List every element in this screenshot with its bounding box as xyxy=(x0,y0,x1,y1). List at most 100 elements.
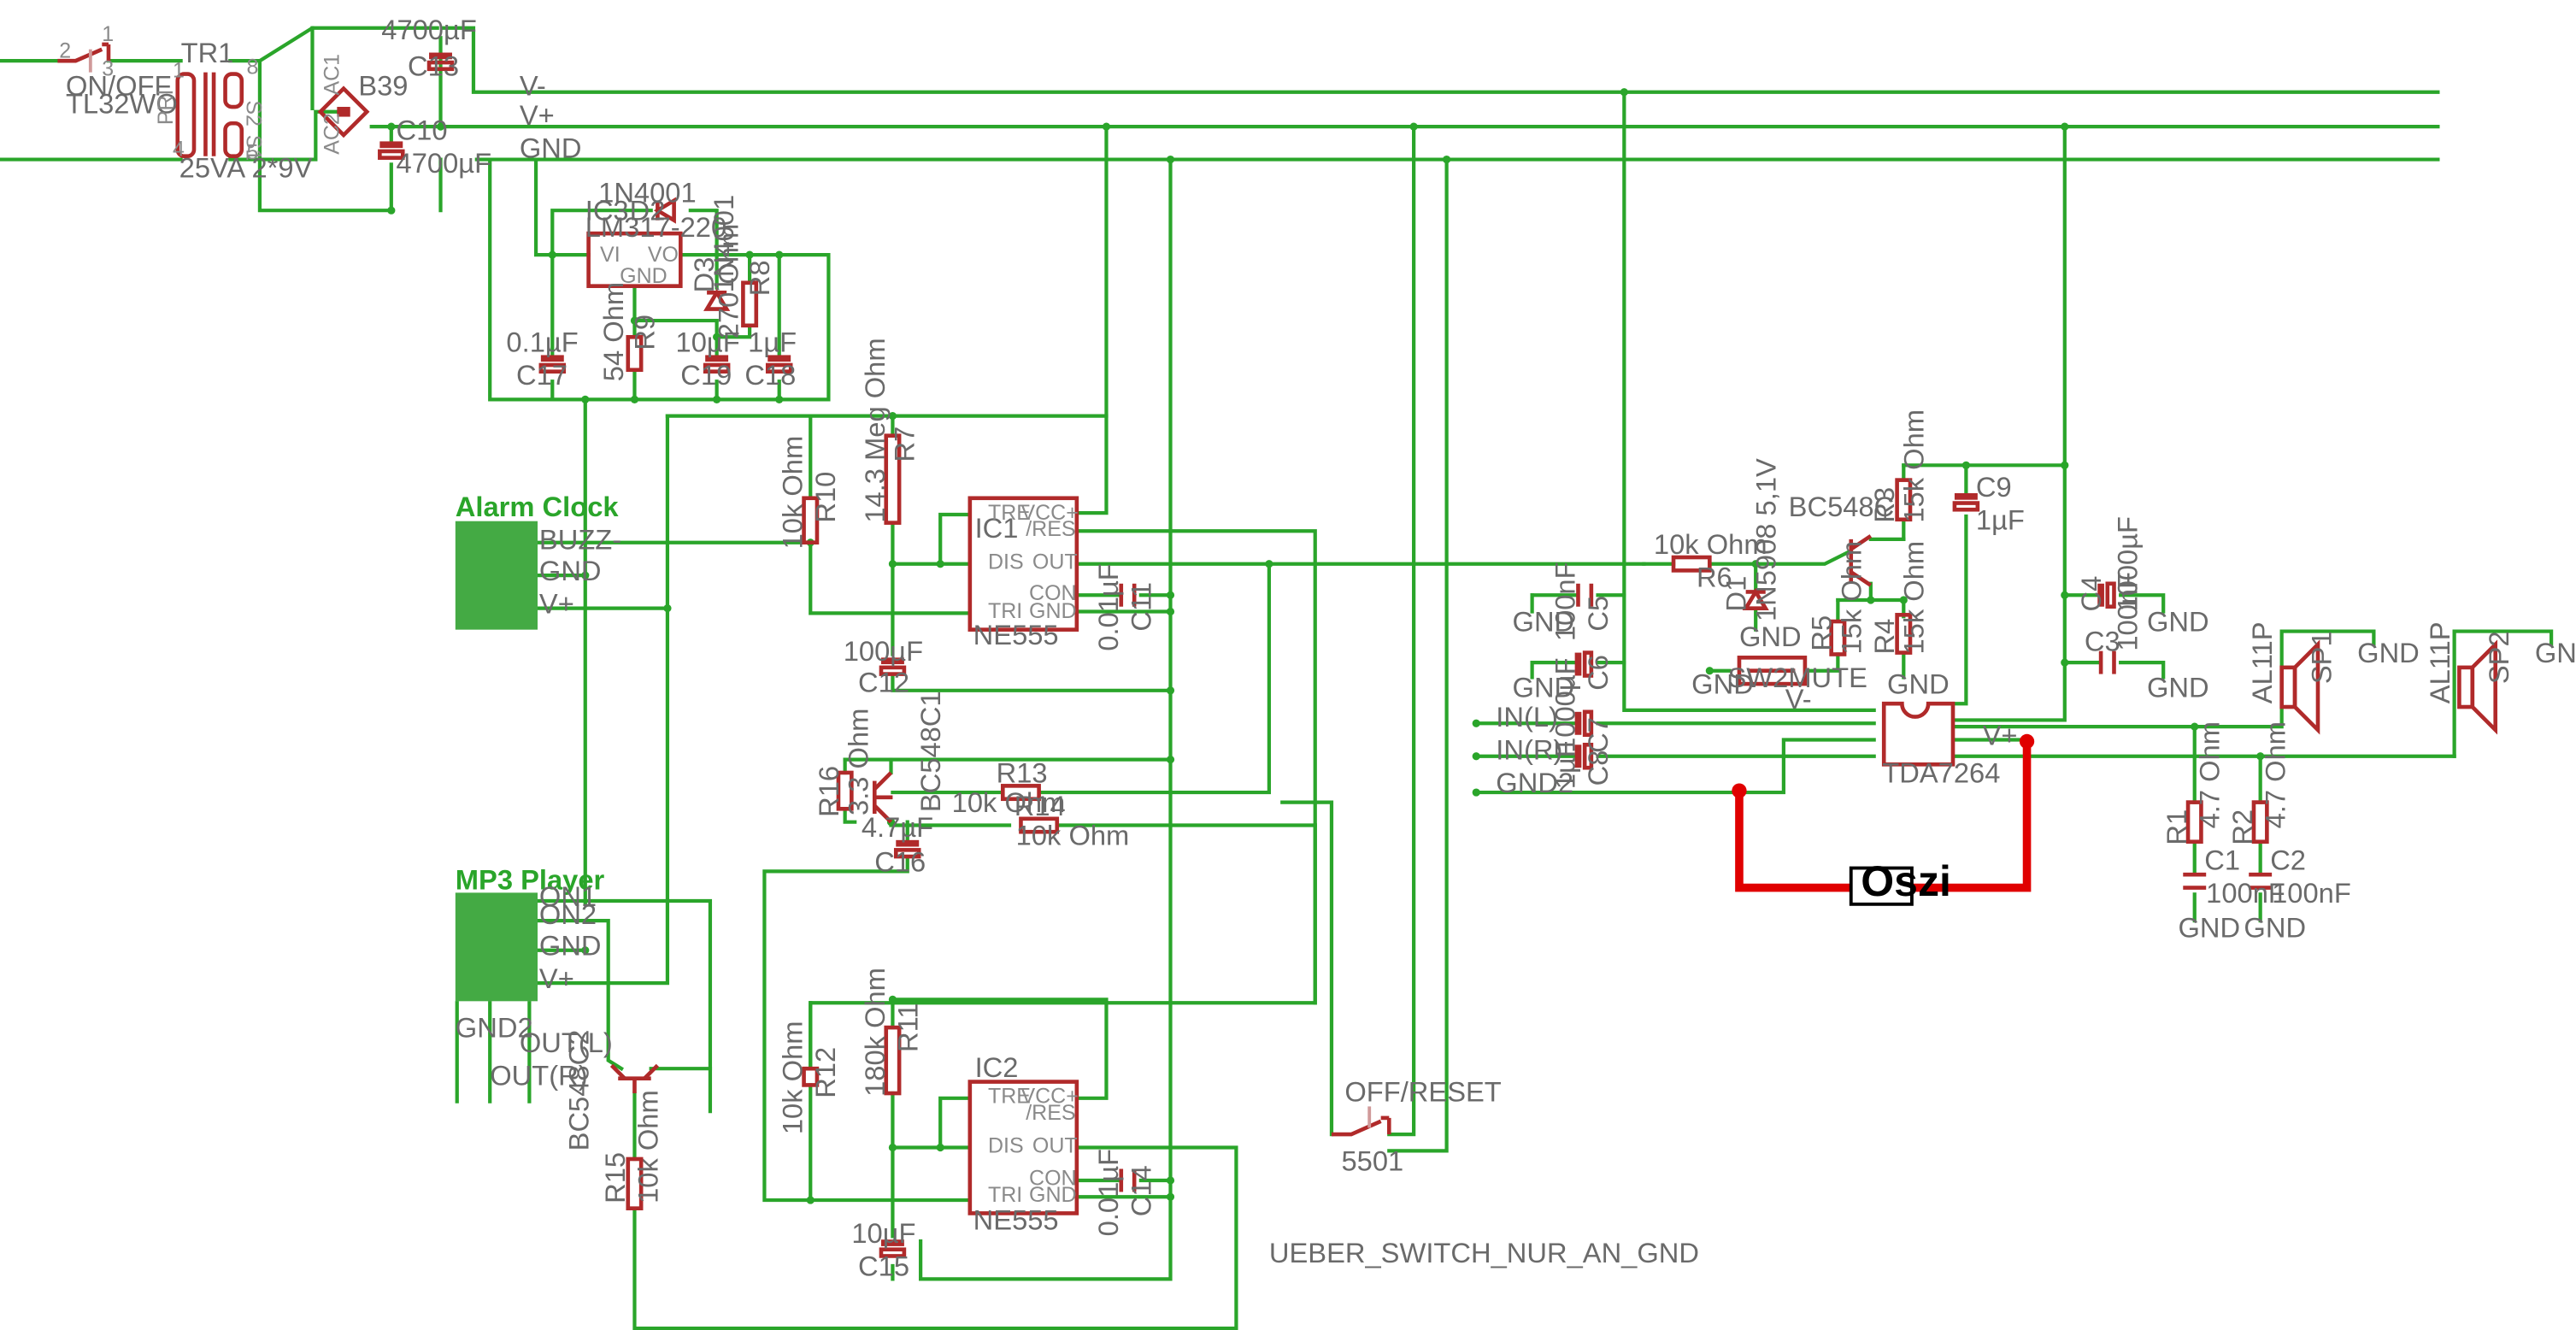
label-in-left: IN(L) xyxy=(1496,701,1558,733)
label-c4: C4 xyxy=(2075,576,2107,612)
label-sp2-gnd: GND xyxy=(2535,637,2576,668)
label-b39: B39 xyxy=(358,70,408,102)
amplifier-tda7264-symbol xyxy=(1881,701,1956,767)
capacitor-c19-symbol xyxy=(703,355,731,374)
capacitor-c16-symbol xyxy=(893,839,921,859)
label-switch-pin3: 3 xyxy=(102,56,114,80)
label-ic3-gnd: GND xyxy=(620,264,668,288)
resistor-r7-symbol xyxy=(884,433,902,525)
label-r16: R16 xyxy=(813,766,844,817)
label-c9-value: 1µF xyxy=(1976,503,2025,535)
label-c5: C5 xyxy=(1582,596,1614,632)
label-r12: R12 xyxy=(809,1047,841,1098)
label-r4: R4 xyxy=(1868,619,1900,655)
label-ic3: IC3 xyxy=(585,195,629,227)
label-mp3-outl: OUT(L) xyxy=(520,1027,613,1058)
resistor-r6-symbol xyxy=(1671,555,1712,573)
capacitor-c2-symbol xyxy=(2249,872,2273,890)
resistor-r11-symbol xyxy=(884,1025,902,1096)
label-r6: R6 xyxy=(1697,562,1732,593)
label-c3-value: 100nF xyxy=(2111,572,2143,651)
label-ic2: IC2 xyxy=(975,1051,1019,1083)
label-offreset: OFF/RESET xyxy=(1344,1076,1501,1108)
label-gnd2: GND2 xyxy=(1496,767,1573,798)
label-r12-value: 10k Ohm xyxy=(777,1021,809,1134)
label-c1: C1 xyxy=(2204,844,2240,875)
label-alarm-gnd: GND xyxy=(539,555,602,586)
label-tr-pin5: 5 xyxy=(247,141,259,165)
label-r11-value: 180k Ohm xyxy=(859,968,891,1097)
label-c2-gnd: GND xyxy=(2244,911,2306,943)
label-r3: R3 xyxy=(1868,487,1900,523)
label-r7: R7 xyxy=(888,427,920,462)
label-c16-value: 4.7µF xyxy=(862,811,933,843)
label-tr-pri: PRI xyxy=(154,89,178,125)
label-tr-rating: 25VA 2*9V xyxy=(179,152,313,184)
capacitor-c11-symbol xyxy=(1119,583,1137,607)
resistor-r10-symbol xyxy=(802,496,820,545)
bridge-rectifier-b39-symbol xyxy=(317,85,370,138)
capacitor-c14-symbol xyxy=(1119,1168,1137,1192)
label-tr-pin8: 8 xyxy=(247,56,259,79)
label-switch-type: TL32WO xyxy=(66,88,178,120)
label-r14-value: 10k Ohm xyxy=(1016,820,1130,851)
resistor-r12-symbol xyxy=(802,1066,820,1087)
capacitor-c12-symbol xyxy=(879,657,907,676)
label-ic1-value: NE555 xyxy=(973,619,1059,650)
label-r5: R5 xyxy=(1806,615,1838,651)
label-r8: R8 xyxy=(744,260,775,296)
resistor-r1-symbol xyxy=(2185,800,2203,844)
capacitor-c5-symbol xyxy=(1576,583,1594,607)
label-ic2-value: NE555 xyxy=(973,1204,1059,1236)
label-c8-value: 1µF xyxy=(1550,740,1581,789)
resistor-r13-symbol xyxy=(1000,784,1041,802)
label-d3-value: 1N4001 xyxy=(708,195,739,293)
diode-d3-symbol xyxy=(703,288,731,311)
label-rail-gnd: GND xyxy=(520,132,582,164)
label-c12-value: 100µF xyxy=(844,635,923,667)
label-d1-value: 1N5908 5,1V xyxy=(1750,458,1781,621)
label-tr-pin1: 1 xyxy=(173,58,185,82)
timer-ic2-symbol xyxy=(967,1080,1079,1215)
label-bc548c2: BC548C2 xyxy=(563,1030,595,1151)
label-c17-value: 0.1µF xyxy=(506,327,578,358)
label-ac1: AC1 xyxy=(320,54,344,96)
label-tr-s2: S2 xyxy=(242,100,266,127)
label-tr-s1: S1 xyxy=(242,135,266,162)
label-c12: C12 xyxy=(858,667,909,698)
speaker-sp2-symbol xyxy=(2457,639,2498,735)
text-labels: 2 1 3 ON/OFF TL32WO TR1 1 4 8 5 PRI S2 S… xyxy=(59,14,2576,1281)
label-sp1-type: AL11P xyxy=(2246,621,2278,703)
label-r16-value: 3.3 Ohm xyxy=(843,709,874,815)
label-d2-value: 1N4001 xyxy=(598,177,697,209)
junctions xyxy=(387,88,2265,1204)
label-mp3-vplus: V+ xyxy=(539,962,574,994)
resistor-r15-symbol xyxy=(626,1156,644,1210)
label-c7: C7 xyxy=(1582,717,1614,753)
label-c1-value: 100nF xyxy=(2206,877,2285,909)
resistor-r3-symbol xyxy=(1895,478,1913,522)
label-c14-value: 0.01µF xyxy=(1092,1149,1124,1236)
label-ic1-res: /RES xyxy=(1026,517,1075,541)
label-bc548c: BC548C xyxy=(1789,491,1895,522)
label-c6: C6 xyxy=(1582,655,1614,691)
label-d1-gnd: GND xyxy=(1739,621,1802,652)
label-rail-vminus: V- xyxy=(520,70,546,102)
label-ic2-tri: TRI xyxy=(988,1183,1022,1207)
label-d1: D1 xyxy=(1720,576,1752,612)
label-ic3-vi: VI xyxy=(600,243,620,267)
label-switch-onoff: ON/OFF xyxy=(66,70,171,102)
resistor-r14-symbol xyxy=(1019,816,1060,834)
resistor-r8-symbol xyxy=(741,280,759,328)
label-sp1: SP1 xyxy=(2305,631,2337,684)
label-tr-pin4: 4 xyxy=(173,138,185,162)
label-ic1-con: CON xyxy=(1029,581,1077,605)
zener-d1-symbol xyxy=(1742,587,1769,610)
mp3-player-module xyxy=(455,892,538,1002)
capacitor-c3-symbol xyxy=(2098,650,2116,674)
label-c6-gnd: GND xyxy=(1513,672,1575,703)
capacitor-c6-symbol xyxy=(1574,650,1594,678)
label-sw2-gnd: GND xyxy=(1691,668,1754,700)
label-ic3-vo: VO xyxy=(648,243,679,267)
